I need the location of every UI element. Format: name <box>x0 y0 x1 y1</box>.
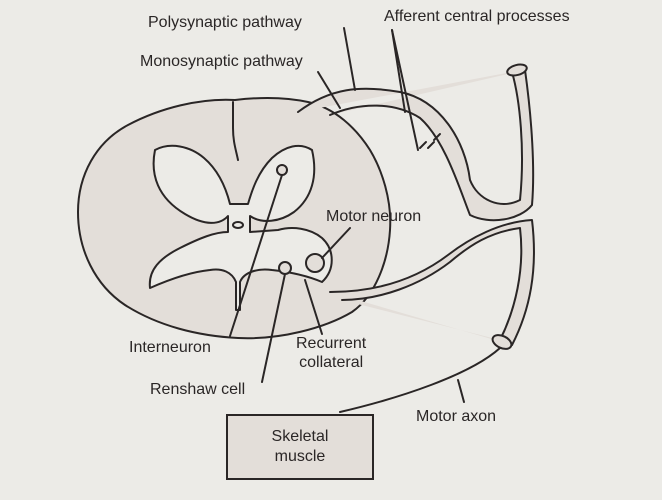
interneuron-leader <box>229 174 283 337</box>
interneuron-cell <box>276 164 288 176</box>
renshaw-leader <box>261 273 286 383</box>
recurrent-line2: collateral <box>299 354 364 371</box>
mono-leader <box>317 71 341 109</box>
median-septum <box>232 101 239 161</box>
poly-leader <box>343 27 356 91</box>
recurrent-collateral-label: Recurrent collateral <box>296 334 366 372</box>
skeletal-muscle-box: Skeletal muscle <box>226 414 374 480</box>
motor-neuron-label: Motor neuron <box>326 208 422 225</box>
recurrent-leader <box>304 279 323 335</box>
motor-neuron-leader <box>321 227 351 259</box>
polysynaptic-pathway-label: Polysynaptic pathway <box>148 14 302 31</box>
monosynaptic-pathway-label: Monosynaptic pathway <box>140 53 303 70</box>
muscle-line1: Skeletal <box>271 428 329 445</box>
interneuron-label: Interneuron <box>129 339 211 356</box>
central-canal <box>232 221 244 229</box>
afferent-fibre-marks <box>419 133 441 149</box>
axon-leader <box>457 379 465 403</box>
ventral-root <box>329 219 535 346</box>
motor-axon-label: Motor axon <box>416 408 497 425</box>
dorsal-root-cap <box>506 63 528 77</box>
renshaw-cell-body <box>278 261 292 275</box>
motor-neuron-cell <box>305 253 325 273</box>
muscle-line2: muscle <box>274 448 326 465</box>
motor-axon-line <box>339 347 501 413</box>
recurrent-line1: Recurrent <box>296 335 367 352</box>
renshaw-cell-label: Renshaw cell <box>150 381 246 398</box>
afferent-central-processes-label: Afferent central processes <box>384 8 570 25</box>
dorsal-root <box>297 69 535 222</box>
aff-leader-2 <box>391 29 419 151</box>
